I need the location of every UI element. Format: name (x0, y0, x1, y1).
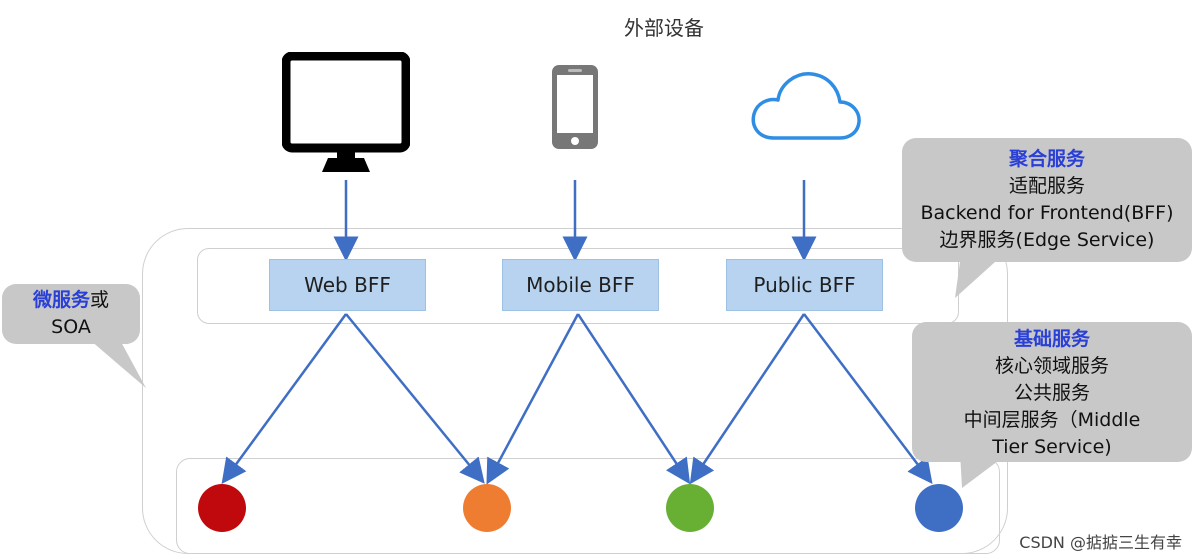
public-bff-label: Public BFF (753, 273, 856, 297)
aggregate-callout-line: 边界服务(Edge Service) (939, 229, 1155, 251)
micro-callout-line: SOA (51, 316, 91, 338)
aggregate-callout-line: 适配服务 (1008, 175, 1085, 197)
mobile-bff-box: Mobile BFF (502, 259, 659, 311)
service-node-orange (463, 484, 511, 532)
arrow-mobile-bff-to-service-2 (486, 313, 580, 485)
arrow-web-bff-to-service-1 (221, 313, 348, 485)
basic-callout-line: 中间层服务（Middle (963, 409, 1141, 431)
diagram-title: 外部设备 (624, 16, 704, 40)
basic-callout-line: 公共服务 (1013, 382, 1090, 404)
aggregate-service-callout: 聚合服务 适配服务 Backend for Frontend(BFF) 边界服务… (902, 138, 1192, 262)
mobile-bff-label: Mobile BFF (526, 273, 635, 297)
basic-service-callout: 基础服务 核心领域服务 公共服务 中间层服务（Middle Tier Servi… (912, 322, 1192, 462)
basic-callout-heading: 基础服务 (1013, 328, 1090, 350)
arrow-mobile-bff-to-service-3 (576, 313, 691, 485)
cloud-icon (751, 72, 861, 140)
service-node-red (198, 484, 246, 532)
micro-callout-suffix: 或 (90, 289, 110, 311)
micro-callout-pointer (90, 340, 146, 388)
web-bff-box: Web BFF (269, 259, 426, 311)
aggregate-callout-line: Backend for Frontend(BFF) (920, 202, 1174, 224)
service-node-green (666, 484, 714, 532)
monitor-icon (282, 52, 410, 172)
arrow-web-bff-to-service-2 (345, 313, 485, 484)
arrow-public-bff-to-service-3 (689, 313, 806, 485)
basic-service-layer (176, 458, 1000, 554)
microservice-callout: 微服务或 SOA (2, 284, 140, 344)
web-bff-label: Web BFF (304, 273, 391, 297)
csdn-watermark: CSDN @掂掂三生有幸 (1015, 529, 1186, 553)
public-bff-box: Public BFF (726, 259, 883, 311)
micro-callout-heading: 微服务 (32, 289, 90, 311)
aggregate-callout-pointer (955, 262, 995, 298)
service-node-blue (915, 484, 963, 532)
mobile-phone-icon (552, 65, 598, 149)
basic-callout-line: 核心领域服务 (994, 355, 1109, 377)
arrow-public-bff-to-service-4 (803, 313, 933, 484)
aggregate-callout-heading: 聚合服务 (1008, 148, 1085, 170)
basic-callout-line: Tier Service) (992, 436, 1112, 458)
